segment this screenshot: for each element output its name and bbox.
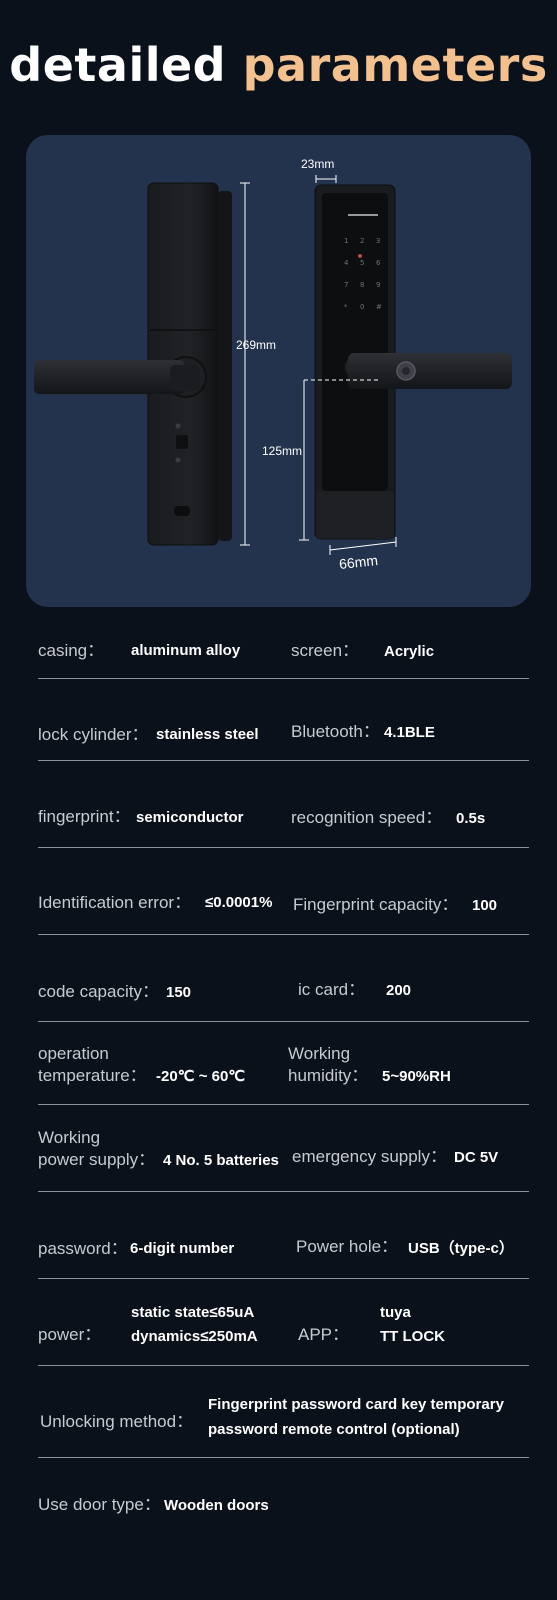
svg-text:8: 8	[360, 281, 364, 289]
svg-text:6: 6	[376, 259, 381, 267]
emergency-supply-value: DC 5V	[454, 1149, 499, 1166]
working-power-supply-value: 4 No. 5 batteries	[163, 1152, 279, 1169]
unlocking-method-label: Unlocking method：	[40, 1412, 194, 1431]
row-divider	[38, 847, 529, 848]
password-value: 6-digit number	[130, 1240, 235, 1257]
app-value-ttlock: TT LOCK	[380, 1328, 445, 1345]
svg-text:5: 5	[360, 259, 364, 267]
power-hole-value: USB（type-c）	[408, 1240, 514, 1257]
row-divider	[38, 1104, 529, 1105]
operation-temperature-value: -20℃ ~ 60℃	[156, 1068, 246, 1085]
identification-error-value: ≤0.0001%	[205, 894, 273, 911]
app-value-tuya: tuya	[380, 1304, 411, 1321]
power-hole-label: Power hole：	[296, 1237, 399, 1256]
svg-text:4: 4	[344, 259, 349, 267]
working-power-supply-label-line2: power supply：	[38, 1150, 156, 1169]
identification-error-label: Identification error：	[38, 893, 192, 912]
casing-value: aluminum alloy	[131, 642, 241, 659]
code-capacity-label: code capacity：	[38, 982, 159, 1001]
emergency-supply-label: emergency supply：	[292, 1147, 447, 1166]
recognition-speed-value: 0.5s	[456, 810, 486, 827]
row-divider	[38, 678, 529, 679]
fingerprint-value: semiconductor	[136, 809, 244, 826]
width-dimension-label: 23mm	[301, 157, 335, 171]
code-capacity-value: 150	[166, 984, 192, 1001]
lock-cylinder-label: lock cylinder：	[38, 725, 149, 744]
lock-cylinder-value: stainless steel	[156, 726, 259, 743]
screen-value: Acrylic	[384, 643, 435, 660]
power-static-value: static state≤65uA	[131, 1304, 255, 1321]
title-part-2: parameters	[242, 38, 548, 92]
power-dynamic-value: dynamics≤250mA	[131, 1328, 258, 1345]
working-humidity-label-line1: Working	[288, 1044, 351, 1063]
door-type-value: Wooden doors	[164, 1497, 269, 1514]
height-dimension-line	[240, 182, 250, 546]
power-label: power：	[38, 1325, 102, 1344]
ic-card-value: 200	[386, 982, 412, 999]
lock-illustration: 1 2 3 4 5 6 7 8 9 * 0 #	[34, 175, 512, 555]
row-divider	[38, 1021, 529, 1022]
unlocking-method-value-line2: password remote control (optional)	[208, 1421, 460, 1438]
row-divider	[38, 1457, 529, 1458]
fingerprint-capacity-label: Fingerprint capacity：	[293, 895, 459, 914]
row-divider	[38, 934, 529, 935]
fingerprint-label: fingerprint：	[38, 807, 131, 826]
svg-text:*: *	[344, 303, 348, 311]
working-humidity-label-line2: humidity：	[288, 1066, 369, 1085]
lock-back-view	[34, 182, 232, 546]
handle-height-dimension-line	[299, 379, 378, 541]
lock-front-view: 1 2 3 4 5 6 7 8 9 * 0 #	[314, 184, 512, 540]
screen-label: screen：	[291, 641, 360, 660]
ic-card-label: ic card：	[298, 980, 366, 999]
row-divider	[38, 1191, 529, 1192]
page-title: detailed parameters	[0, 38, 557, 92]
depth-dimension-line	[329, 537, 397, 555]
bluetooth-label: Bluetooth：	[291, 722, 380, 741]
casing-label: casing：	[38, 641, 105, 660]
working-humidity-value: 5~90%RH	[382, 1068, 451, 1085]
svg-text:1: 1	[344, 237, 348, 245]
operation-temperature-label-line2: temperature：	[38, 1066, 147, 1085]
row-divider	[38, 1365, 529, 1366]
svg-text:2: 2	[360, 237, 364, 245]
svg-text:7: 7	[344, 281, 348, 289]
password-label: password：	[38, 1239, 128, 1258]
app-label: APP：	[298, 1325, 350, 1344]
bluetooth-value: 4.1BLE	[384, 724, 435, 741]
svg-text:3: 3	[376, 237, 380, 245]
svg-text:9: 9	[376, 281, 380, 289]
working-power-supply-label-line1: Working	[38, 1128, 101, 1147]
unlocking-method-value-line1: Fingerprint password card key temporary	[208, 1396, 504, 1413]
door-type-label: Use door type：	[38, 1495, 161, 1514]
handle-height-dimension-label: 125mm	[262, 444, 303, 458]
title-part-1: detailed	[9, 38, 227, 92]
svg-text:0: 0	[360, 303, 364, 311]
product-dimensions-panel: 1 2 3 4 5 6 7 8 9 * 0 #	[26, 135, 531, 607]
recognition-speed-label: recognition speed：	[291, 808, 443, 827]
row-divider	[38, 1278, 529, 1279]
width-dimension-line	[315, 175, 337, 183]
height-dimension-label: 269mm	[236, 338, 277, 352]
svg-text:#: #	[376, 303, 382, 311]
fingerprint-capacity-value: 100	[472, 897, 498, 914]
operation-temperature-label-line1: operation	[38, 1044, 109, 1063]
row-divider	[38, 760, 529, 761]
